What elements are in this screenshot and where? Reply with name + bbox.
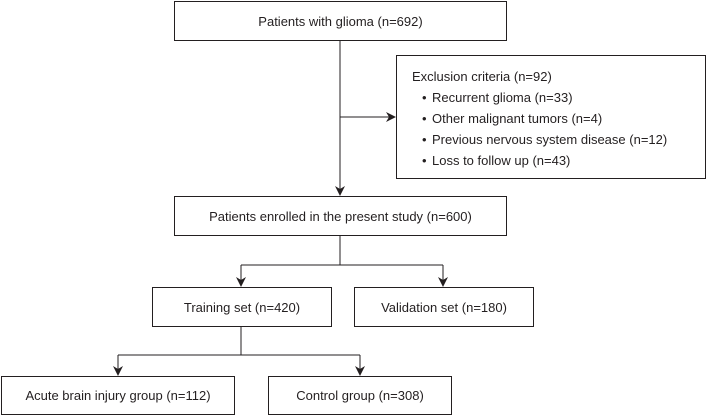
box-patients-with-glioma: Patients with glioma (n=692) bbox=[174, 1, 507, 41]
exclusion-item: Loss to follow up (n=43) bbox=[422, 150, 705, 171]
box-label: Validation set (n=180) bbox=[381, 299, 507, 315]
box-label: Training set (n=420) bbox=[183, 299, 301, 315]
box-validation-set: Validation set (n=180) bbox=[354, 287, 534, 327]
box-patients-enrolled: Patients enrolled in the present study (… bbox=[174, 196, 507, 236]
box-control-group: Control group (n=308) bbox=[268, 376, 452, 415]
box-label: Acute brain injury group (n=112) bbox=[25, 388, 211, 403]
exclusion-title: Exclusion criteria (n=92) bbox=[412, 69, 552, 84]
box-acute-brain-injury-group: Acute brain injury group (n=112) bbox=[1, 376, 235, 415]
box-label: Patients with glioma (n=692) bbox=[258, 13, 423, 29]
exclusion-item: Other malignant tumors (n=4) bbox=[422, 108, 705, 129]
box-exclusion-criteria: Exclusion criteria (n=92) Recurrent glio… bbox=[396, 55, 706, 179]
box-label: Control group (n=308) bbox=[296, 388, 424, 403]
box-label: Patients enrolled in the present study (… bbox=[209, 208, 472, 224]
exclusion-item: Recurrent glioma (n=33) bbox=[422, 87, 705, 108]
box-training-set: Training set (n=420) bbox=[152, 287, 332, 327]
exclusion-item: Previous nervous system disease (n=12) bbox=[422, 129, 705, 150]
exclusion-list: Recurrent glioma (n=33) Other malignant … bbox=[412, 87, 705, 171]
